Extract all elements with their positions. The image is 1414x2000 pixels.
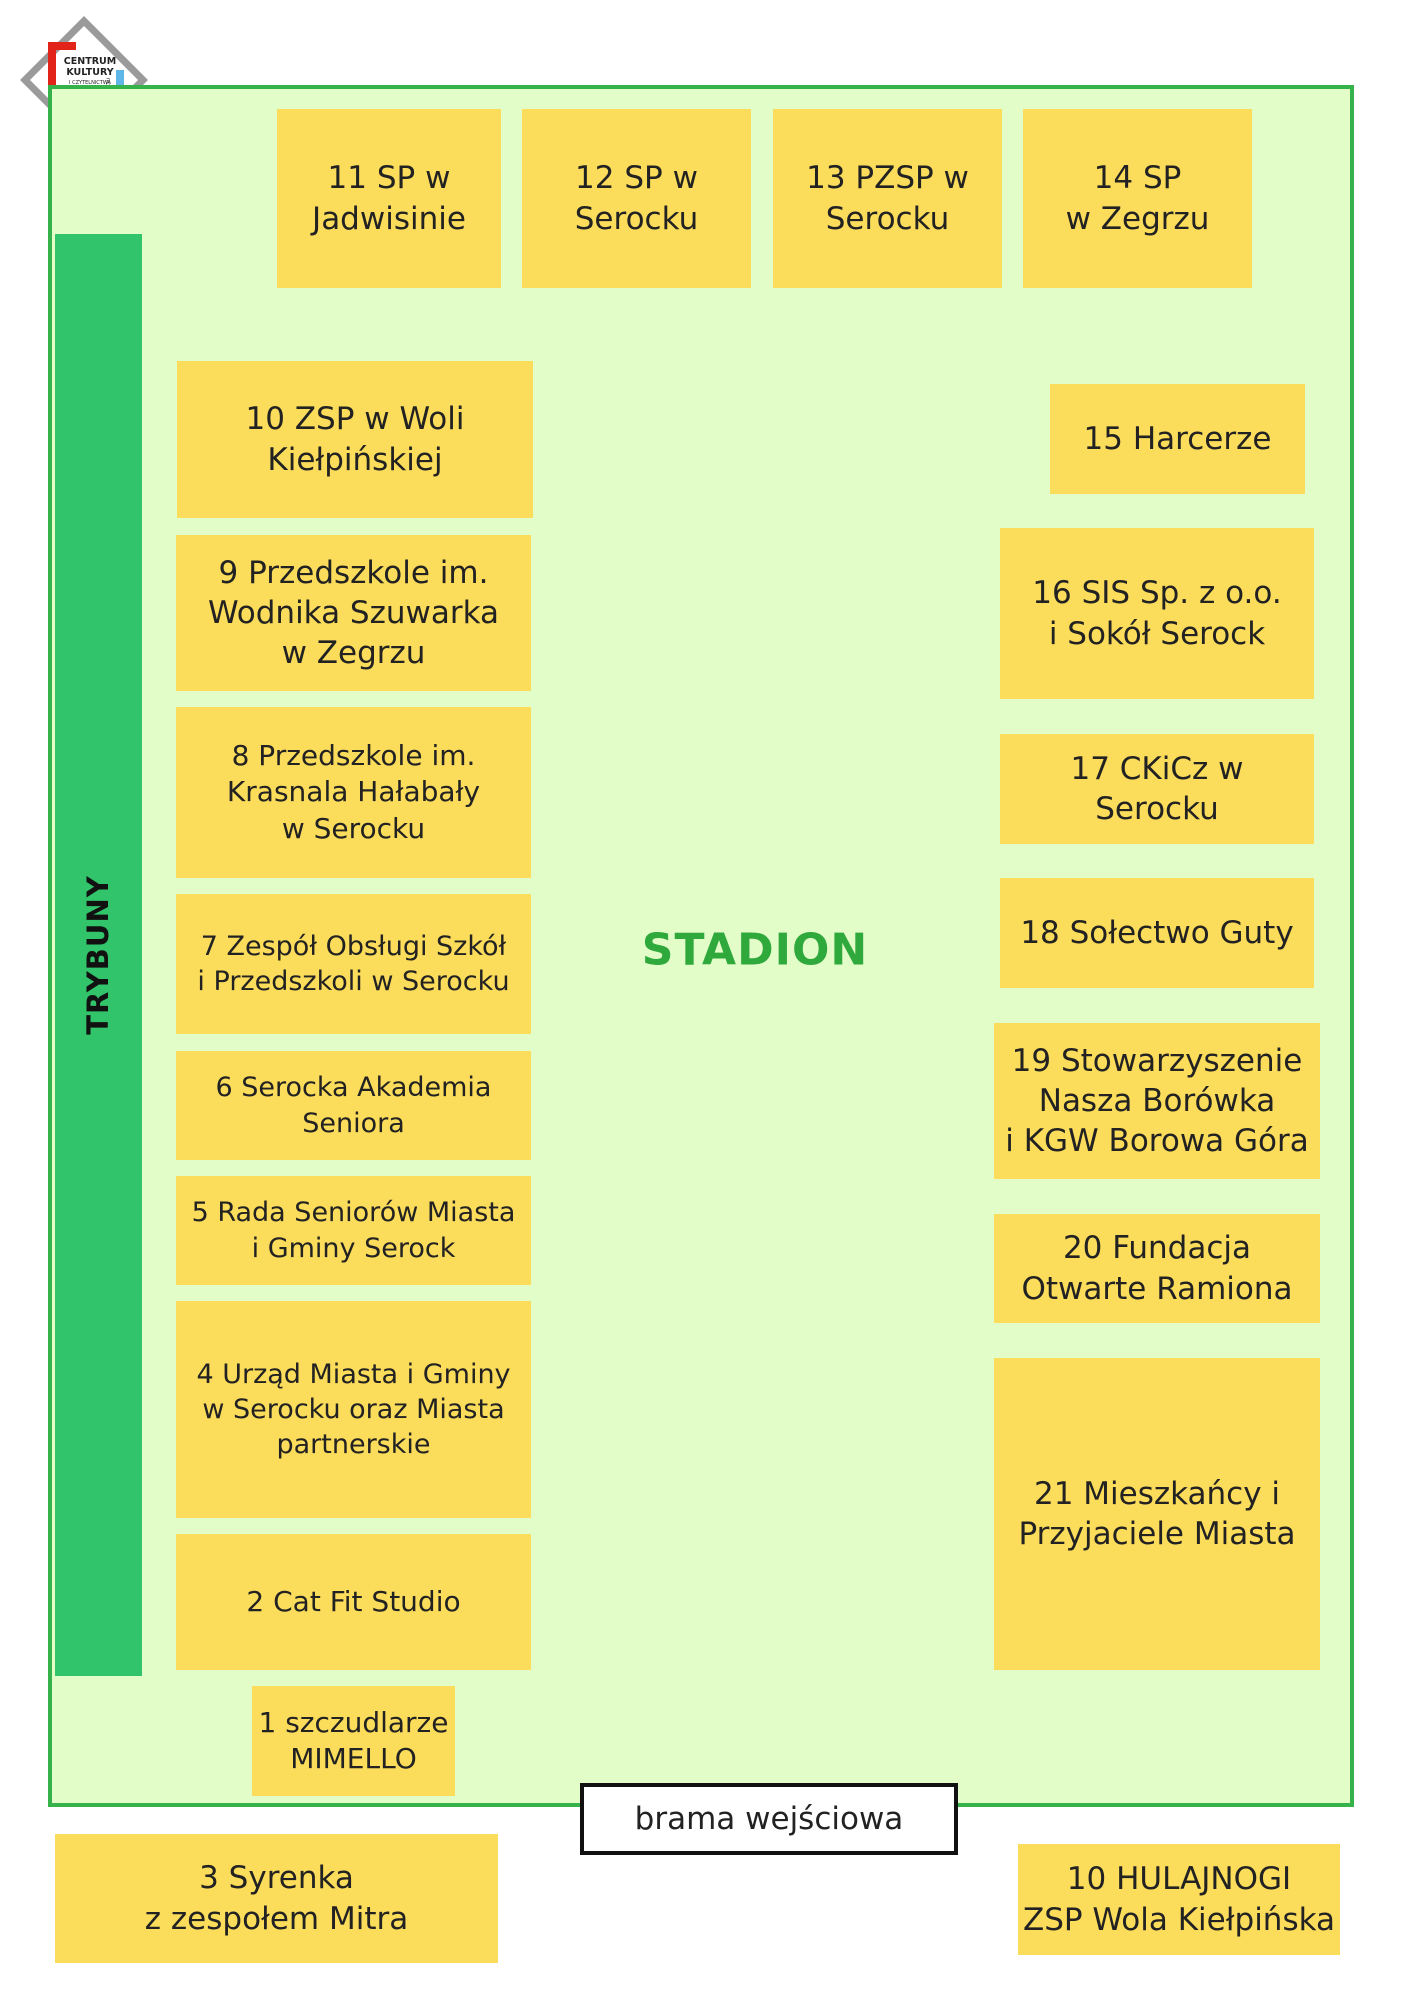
stadium-label: STADION [641,924,869,976]
booth-5: 5 Rada Seniorów Miasta i Gminy Serock [176,1176,531,1285]
booth-17: 17 CKiCz w Serocku [1000,734,1314,844]
booth-14: 14 SP w Zegrzu [1023,109,1252,288]
booth-7: 7 Zespół Obsługi Szkół i Przedszkoli w S… [176,894,531,1034]
booth-3: 3 Syrenka z zespołem Mitra [55,1834,498,1963]
booth-12: 12 SP w Serocku [522,109,751,288]
booth-15: 15 Harcerze [1050,384,1305,494]
svg-text:KULTURY: KULTURY [66,67,113,78]
booth-4: 4 Urząd Miasta i Gminy w Serocku oraz Mi… [176,1301,531,1518]
booth-20: 20 Fundacja Otwarte Ramiona [994,1214,1320,1323]
booth-10-scooters: 10 HULAJNOGI ZSP Wola Kiełpińska [1018,1844,1340,1955]
booth-6: 6 Serocka Akademia Seniora [176,1051,531,1160]
booth-13: 13 PZSP w Serocku [773,109,1002,288]
booth-2: 2 Cat Fit Studio [176,1534,531,1670]
svg-text:I CZYTELNICTWA: I CZYTELNICTWA [69,80,111,86]
booth-16: 16 SIS Sp. z o.o. i Sokół Serock [1000,528,1314,699]
entrance-gate: brama wejściowa [580,1783,958,1855]
booth-18: 18 Sołectwo Guty [1000,878,1314,988]
booth-8: 8 Przedszkole im. Krasnala Hałabały w Se… [176,707,531,878]
booth-10: 10 ZSP w Woli Kiełpińskiej [177,361,533,518]
grandstand-label: TRYBUNY [81,875,115,1035]
booth-1: 1 szczudlarze MIMELLO [252,1686,455,1796]
booth-9: 9 Przedszkole im. Wodnika Szuwarka w Zeg… [176,535,531,691]
grandstand [55,234,142,1676]
booth-21: 21 Mieszkańcy i Przyjaciele Miasta [994,1358,1320,1670]
booth-11: 11 SP w Jadwisinie [277,109,501,288]
svg-text:CENTRUM: CENTRUM [64,56,116,67]
booth-19: 19 Stowarzyszenie Nasza Borówka i KGW Bo… [994,1023,1320,1179]
